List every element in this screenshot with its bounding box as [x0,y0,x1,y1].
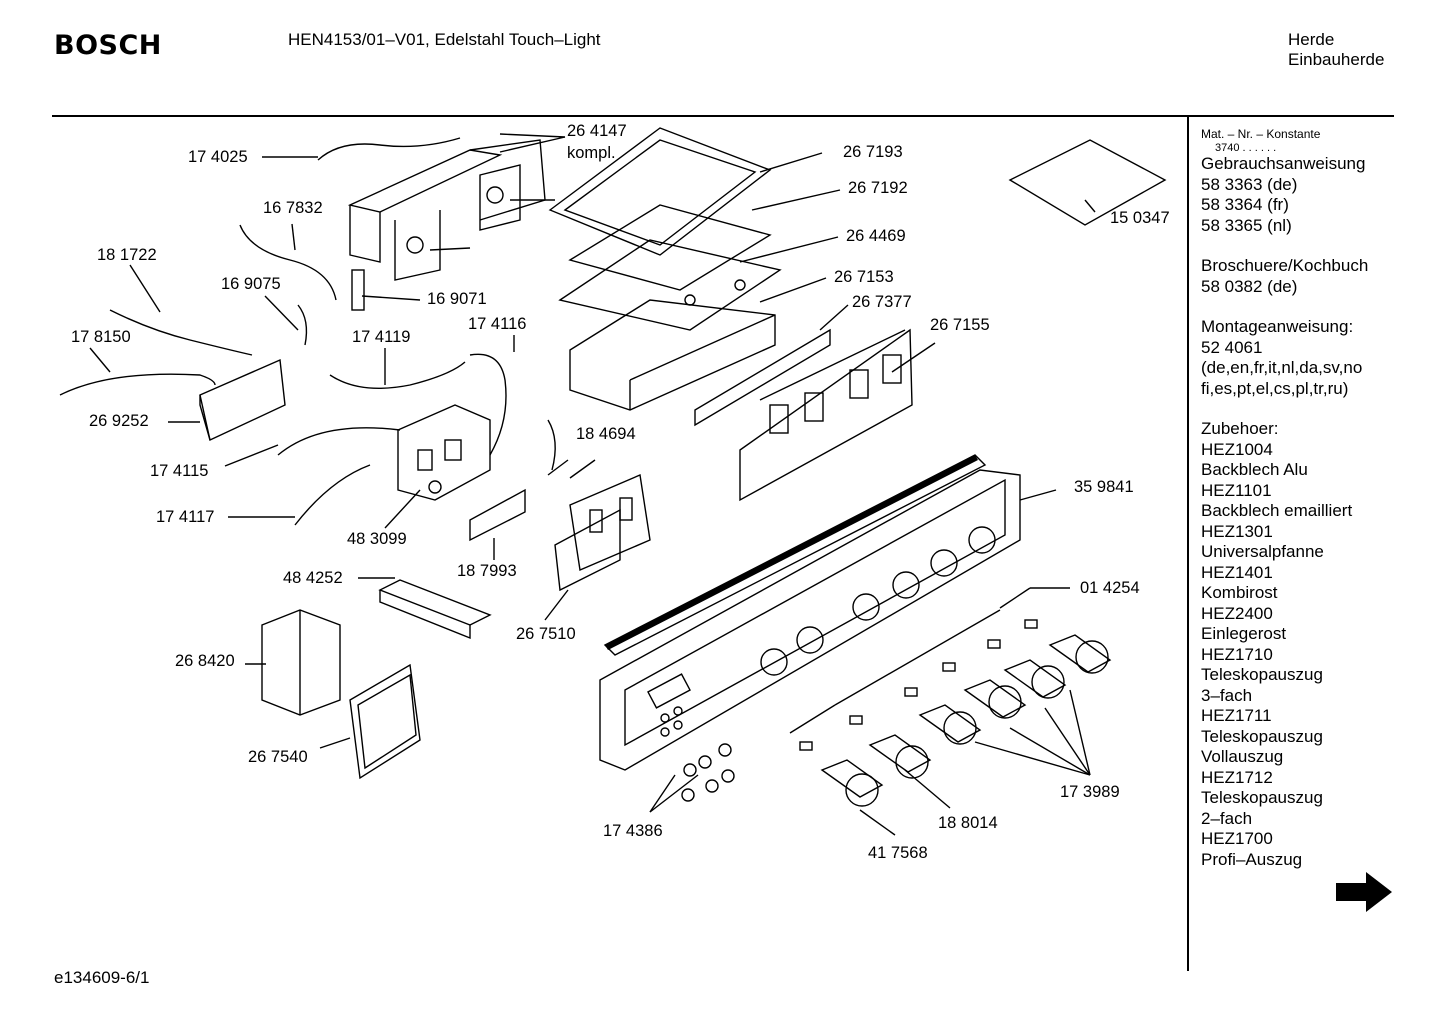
part-number-label: 26 4469 [846,227,906,245]
sidebar-line: HEZ1712 [1201,767,1273,787]
sidebar-line: 58 3364 (fr) [1201,195,1289,214]
part-number-label: 41 7568 [868,844,928,862]
sidebar-line: (de,en,fr,it,nl,da,sv,no [1201,358,1363,377]
sidebar-line: HEZ1004 [1201,439,1273,459]
part-number-label: kompl. [567,144,616,162]
sidebar-info: Mat. – Nr. – Konstante 3740 . . . . . . … [1201,126,1395,870]
part-number-label: 48 3099 [347,530,407,548]
page-title: HEN4153/01–V01, Edelstahl Touch–Light [288,30,601,49]
sidebar-line: Zubehoer: [1201,419,1279,438]
sidebar-line: HEZ1700 [1201,829,1273,848]
document-code: e134609-6/1 [54,968,150,987]
part-number-label: 17 4117 [156,508,215,526]
header-divider [52,115,1394,117]
sidebar-line: fi,es,pt,el,cs,pl,tr,ru) [1201,378,1349,398]
sidebar-line: 3–fach [1201,685,1253,705]
part-number-label: 26 8420 [175,652,235,670]
part-number-label: 17 4386 [603,822,663,840]
brand-logo: BOSCH [54,30,162,61]
right-arrow-icon[interactable] [1336,870,1394,914]
sidebar-line: HEZ1101 [1201,480,1272,500]
part-number-label: 17 4119 [352,328,411,346]
part-number-label: 26 7153 [834,268,894,286]
part-number-label: 01 4254 [1080,579,1140,597]
part-number-label: 16 9075 [221,275,281,293]
part-number-label: 26 7155 [930,316,990,334]
sidebar-line: Broschuere/Kochbuch [1201,256,1369,275]
sidebar-line: Teleskopauszug [1201,665,1323,684]
part-number-label: 26 7192 [848,179,908,197]
part-number-label: 26 7193 [843,143,903,161]
sidebar-line: 58 3365 (nl) [1201,215,1292,235]
exploded-parts-diagram [59,127,1167,836]
part-number-label: 26 4147 [567,122,627,140]
sidebar-line: Teleskopauszug [1201,726,1323,746]
sidebar-line: 58 0382 (de) [1201,276,1298,296]
part-number-label: 17 4025 [188,148,248,166]
sidebar-line: Profi–Auszug [1201,849,1303,869]
mat-value: 3740 . . . . . . [1215,142,1277,154]
sidebar-line: HEZ1710 [1201,644,1273,664]
accessories-section: Zubehoer: HEZ1004 Backblech Alu HEZ1101 … [1201,419,1395,870]
part-number-label: 26 7510 [516,625,576,643]
sidebar-line: 52 4061 [1201,337,1263,357]
part-number-label: 26 7540 [248,748,308,766]
sidebar-line: HEZ1301 [1201,521,1273,541]
sidebar-line: 58 3363 (de) [1201,174,1298,194]
part-number-label: 16 9071 [427,290,487,308]
sidebar-line: Einlegerost [1201,624,1287,643]
sidebar-line: HEZ1401 [1201,562,1273,582]
part-number-label: 26 7377 [852,293,912,311]
part-number-label: 26 9252 [89,412,149,430]
sidebar-line: Gebrauchsanweisung [1201,154,1366,173]
mat-label: Mat. – Nr. – Konstante [1201,127,1321,141]
sidebar-line: HEZ2400 [1201,603,1273,623]
subcategory-label: Einbauherde [1288,50,1385,69]
sidebar-line: Backblech emailliert [1201,501,1353,520]
part-number-label: 35 9841 [1074,478,1134,496]
sidebar-line: Montageanweisung: [1201,317,1354,336]
part-number-label: 16 7832 [263,199,323,217]
part-number-label: 18 8014 [938,814,998,832]
sidebar-line: Backblech Alu [1201,460,1308,479]
part-number-label: 18 1722 [97,246,157,264]
part-number-label: 17 4115 [150,462,209,480]
sidebar-line: Universalpfanne [1201,542,1324,561]
part-number-label: 17 3989 [1060,783,1120,801]
part-number-label: 18 4694 [576,425,636,443]
part-number-label: 48 4252 [283,569,343,587]
sidebar-line: Vollauszug [1201,747,1284,766]
installation-section: Montageanweisung: 52 4061 (de,en,fr,it,n… [1201,317,1395,399]
sidebar-line: HEZ1711 [1201,706,1272,725]
part-number-label: 15 0347 [1110,209,1170,227]
part-number-label: 17 8150 [71,328,131,346]
brochure-section: Broschuere/Kochbuch 58 0382 (de) [1201,256,1395,297]
category-label: Herde [1288,30,1335,49]
part-number-label: 17 4116 [468,315,527,333]
sidebar-line: Kombirost [1201,583,1278,602]
sidebar-divider [1187,116,1189,971]
manual-section: Gebrauchsanweisung 58 3363 (de) 58 3364 … [1201,154,1395,236]
part-number-label: 18 7993 [457,562,517,580]
sidebar-line: Teleskopauszug [1201,788,1323,807]
sidebar-line: 2–fach [1201,808,1253,828]
